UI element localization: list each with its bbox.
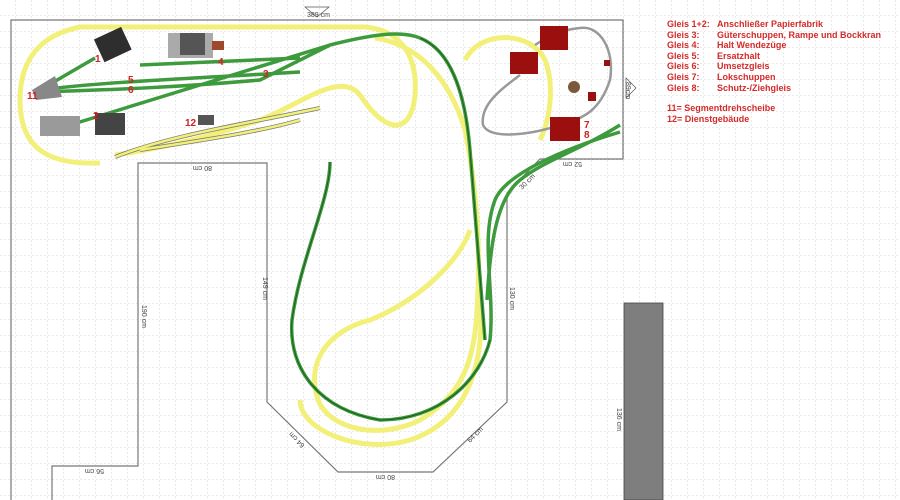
yellow-track-loop <box>17 24 553 447</box>
track-label-8: 8 <box>584 130 590 141</box>
legend-row: Gleis 5: Ersatzhalt <box>667 51 881 62</box>
track-label-11: 11 <box>27 91 38 102</box>
legend-note: 11= Segmentdrehscheibe <box>667 103 776 114</box>
dim-right-bottom: 52 cm <box>563 160 582 167</box>
dim-right-inner: 130 cm <box>508 287 515 310</box>
dim-cutout-right: 149 cm <box>261 277 268 300</box>
legend-value: Anschließer Papierfabrik <box>717 19 824 29</box>
legend-row: Gleis 8: Schutz-/Ziehgleis <box>667 83 881 94</box>
legend-value: Umsetzgleis <box>717 61 770 72</box>
track-label-3: 3 <box>263 69 269 80</box>
gray-block <box>623 302 664 500</box>
dim-bottom-left: 56 cm <box>85 467 104 474</box>
legend-value: Schutz-/Ziehgleis <box>717 82 792 93</box>
track-label-1: 1 <box>95 54 101 65</box>
legend-key: Gleis 7: <box>667 71 700 82</box>
legend-key: Gleis 3: <box>667 29 700 40</box>
legend-value: Halt Wendezüge <box>717 40 787 51</box>
legend-row: Gleis 7: Lokschuppen <box>667 72 881 83</box>
legend-key: Gleis 6: <box>667 61 700 72</box>
legend-key: Gleis 5: <box>667 50 700 61</box>
legend-row: Gleis 3: Güterschuppen, Rampe und Bockkra… <box>667 30 881 41</box>
track-label-4: 4 <box>218 57 224 68</box>
narrow-gauge-loop <box>481 26 613 136</box>
legend-key: Gleis 4: <box>667 40 700 51</box>
legend-value: Güterschuppen, Rampe und Bockkran <box>717 29 882 40</box>
legend-value: Lokschuppen <box>717 71 776 82</box>
dim-gray-block: 136 cm <box>615 408 622 431</box>
buildings <box>32 26 610 141</box>
track-label-6: 6 <box>128 85 134 96</box>
board-outline <box>10 19 624 500</box>
track-label-2: 2 <box>93 111 99 122</box>
legend-note: 12= Dienstgebäude <box>667 113 750 124</box>
track-number-labels: 1 2 4 5 6 3 11 12 7 8 <box>27 54 590 141</box>
track-label-5: 5 <box>128 75 134 86</box>
legend: Gleis 1+2: Anschließer Papierfabrik Gleis… <box>667 19 881 124</box>
dim-right-edge: 89cm <box>624 82 631 99</box>
legend-row: Gleis 6: Umsetzgleis <box>667 61 881 72</box>
legend-row: Gleis 1+2: Anschließer Papierfabrik <box>667 19 881 30</box>
track-label-12: 12 <box>185 118 197 129</box>
legend-value: Ersatzhalt <box>717 50 761 61</box>
legend-key: Gleis 8: <box>667 82 700 93</box>
dim-top: 389 cm <box>307 12 330 19</box>
dim-bottom: 80 cm <box>376 473 395 480</box>
legend-row: Gleis 4: Halt Wendezüge <box>667 40 881 51</box>
legend-key: Gleis 1+2: <box>667 19 710 29</box>
track-label-7: 7 <box>584 120 590 131</box>
dim-left-inner: 190 cm <box>140 305 147 328</box>
dim-cutout-top: 80 cm <box>193 164 212 171</box>
